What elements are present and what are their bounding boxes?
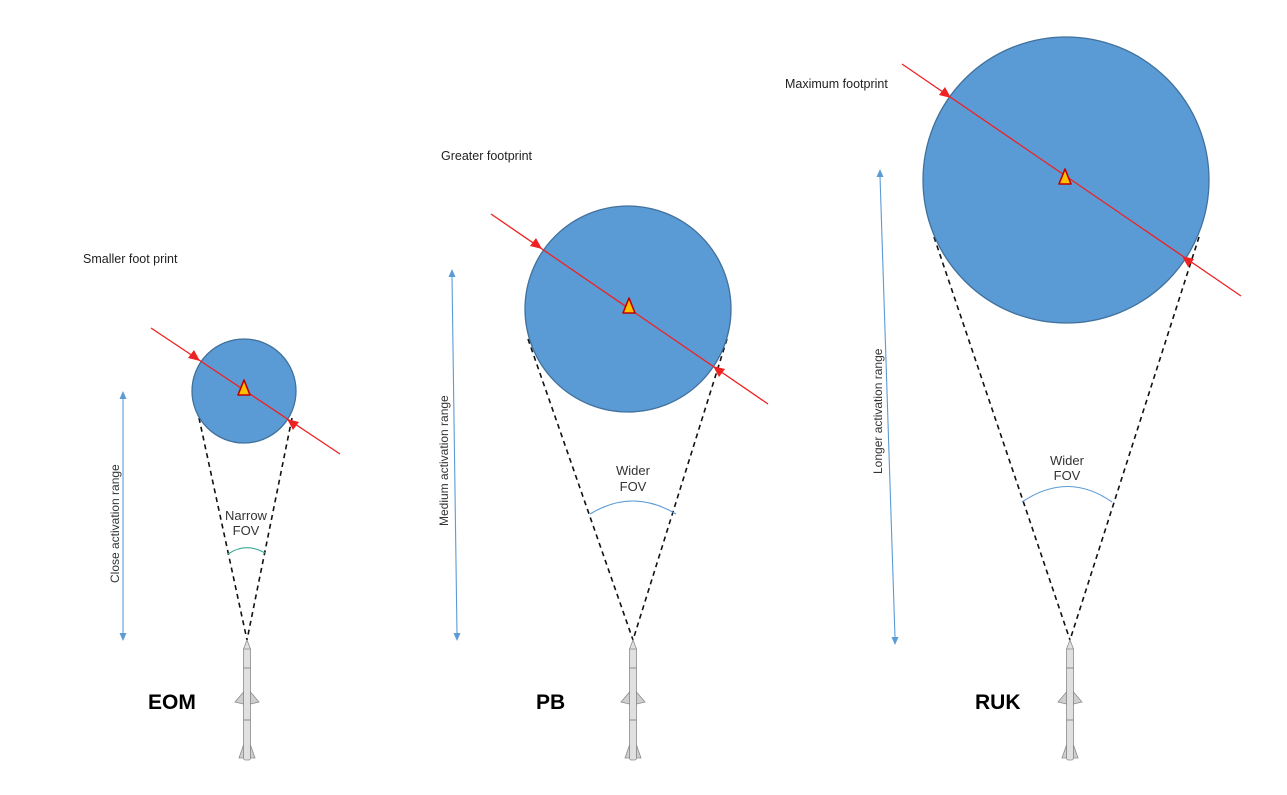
target-triangle-icon — [237, 379, 251, 396]
fov-cone-right — [632, 338, 728, 641]
mode-label: PB — [536, 691, 565, 714]
mode-label: RUK — [975, 691, 1021, 714]
panel-pb: Greater footprint Medium activation rang… — [437, 149, 769, 761]
fov-arc — [1021, 486, 1113, 503]
fov-cone-left — [933, 236, 1071, 641]
fov-cone-right — [246, 417, 293, 641]
fov-label-line1: Narrow — [225, 508, 268, 523]
fov-label-line1: Wider — [616, 463, 651, 478]
footprint-caption: Maximum footprint — [785, 77, 888, 91]
missile-icon — [620, 638, 646, 761]
fov-cone-left — [198, 417, 248, 641]
activation-range-arrow — [448, 269, 461, 641]
footprint-caption: Greater footprint — [441, 149, 533, 163]
missile-icon — [1057, 638, 1083, 761]
target-triangle-icon — [622, 297, 636, 314]
missile-icon — [234, 638, 260, 761]
activation-range-label: Medium activation range — [437, 395, 451, 526]
fov-arc — [589, 500, 677, 515]
footprint-caption: Smaller foot print — [83, 252, 178, 266]
fov-label-line1: Wider — [1050, 453, 1085, 468]
activation-range-arrow — [119, 391, 127, 641]
fov-label-line2: FOV — [1054, 468, 1081, 483]
activation-range-label: Close activation range — [108, 464, 122, 583]
target-triangle-icon — [1058, 168, 1072, 185]
fov-cone-left — [527, 338, 634, 641]
fov-cone-right — [1069, 236, 1200, 641]
activation-range-arrow — [876, 169, 899, 645]
activation-range-label: Longer activation range — [871, 348, 885, 474]
panel-eom: Smaller foot print Close activation rang… — [83, 252, 341, 761]
fov-label-line2: FOV — [233, 523, 260, 538]
fov-arc — [227, 547, 266, 555]
fov-label-line2: FOV — [620, 479, 647, 494]
trajectory-line — [901, 63, 1242, 297]
mode-label: EOM — [148, 691, 196, 714]
panel-ruk: Maximum footprint Longer activation rang… — [785, 36, 1242, 761]
